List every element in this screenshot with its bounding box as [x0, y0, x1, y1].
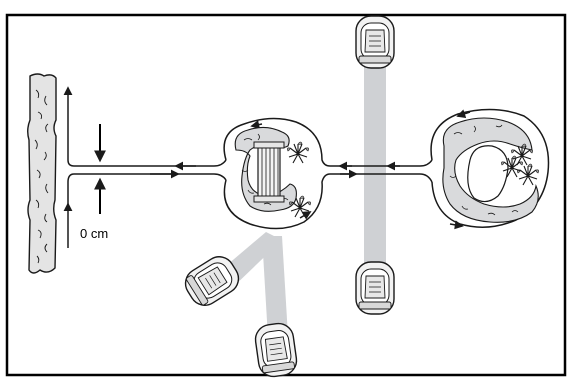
bush-icon [234, 126, 297, 212]
fountain-icon [253, 141, 285, 203]
robotic-mower-icon [355, 261, 395, 315]
distance-label: 0 cm [80, 226, 108, 241]
distance-indicator: 0 cm [80, 124, 108, 241]
left-island [234, 126, 312, 218]
boundary-wire-icon [63, 86, 550, 248]
robotic-mower-icon [355, 15, 395, 69]
mower-track-vertical [364, 52, 386, 272]
wall-icon [27, 73, 57, 274]
rock-icon [467, 145, 509, 203]
mower-track-right [262, 236, 288, 338]
right-island [442, 117, 540, 223]
bush-icon [442, 117, 539, 223]
